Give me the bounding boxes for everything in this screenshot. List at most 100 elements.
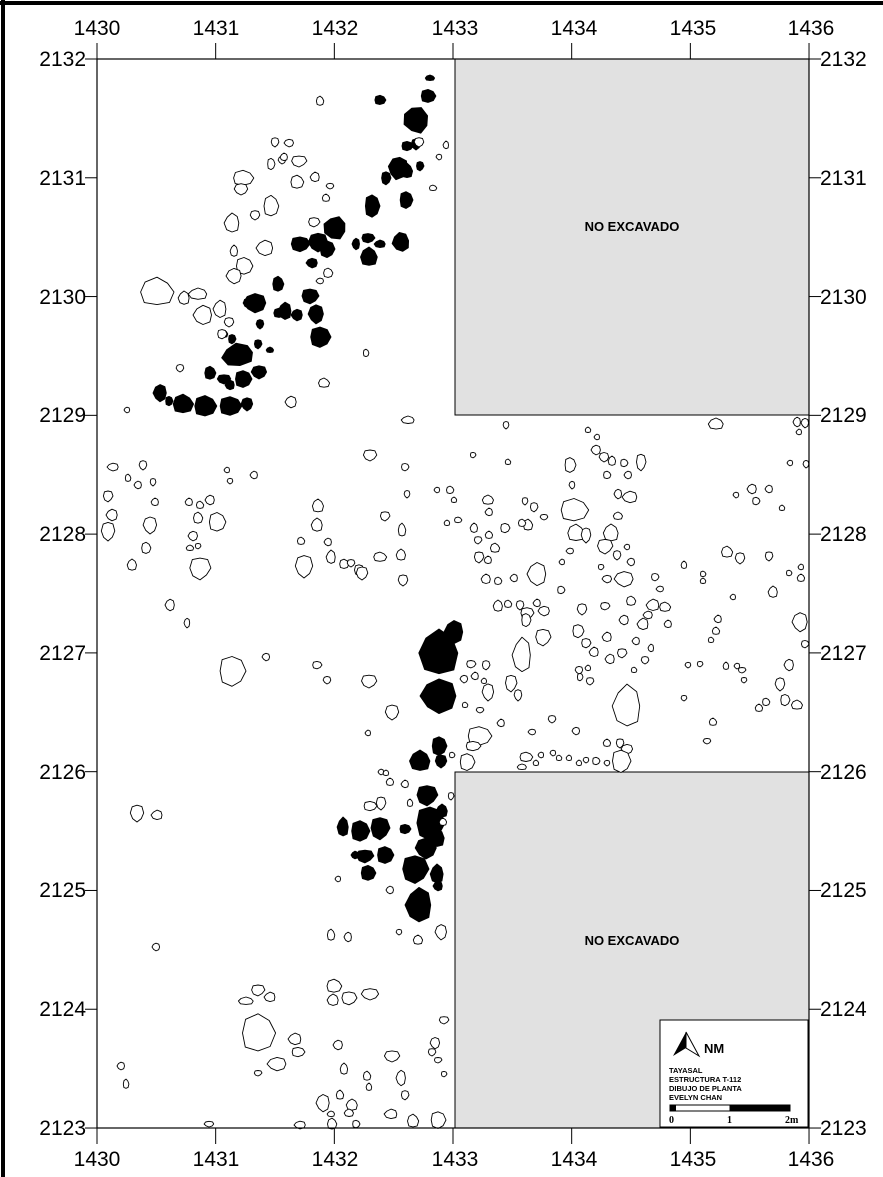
cut-stone xyxy=(323,216,346,240)
stone-outline xyxy=(185,544,195,551)
stone-outline xyxy=(355,566,369,581)
cut-stone xyxy=(419,678,457,715)
stone-outline xyxy=(291,1046,306,1058)
stone-outline xyxy=(363,800,378,812)
cut-stone xyxy=(219,396,243,416)
y-tick-label-left: 2128 xyxy=(39,523,86,546)
stone-outline xyxy=(802,459,810,469)
stone-outline xyxy=(774,677,786,692)
cut-stone xyxy=(360,246,378,266)
stone-outline xyxy=(364,729,371,737)
legend-line-site: TAYASAL xyxy=(669,1066,703,1075)
stone-outline xyxy=(732,491,740,499)
stone-outline xyxy=(150,809,163,821)
stone-outline xyxy=(237,996,254,1005)
stone-outline xyxy=(481,683,495,702)
stone-outline xyxy=(640,656,650,665)
stone-outline xyxy=(480,573,491,584)
cut-stone xyxy=(356,849,375,864)
cut-stone xyxy=(351,820,371,842)
stone-outline xyxy=(539,513,549,521)
stone-outline xyxy=(184,497,193,507)
stones-layer xyxy=(100,74,810,1130)
stone-outline xyxy=(204,494,215,506)
stone-outline xyxy=(315,1094,330,1113)
stone-outline xyxy=(603,470,612,480)
cut-stone xyxy=(432,880,443,892)
stone-outline xyxy=(604,653,615,665)
stone-outline xyxy=(261,652,271,662)
stone-outline xyxy=(483,555,492,565)
cut-stone xyxy=(307,304,324,325)
stone-outline xyxy=(133,480,142,490)
north-label: NM xyxy=(704,1041,724,1056)
stone-outline xyxy=(377,768,385,776)
stone-outline xyxy=(626,595,637,606)
scale-label-2m: 2m xyxy=(785,1115,799,1126)
cut-stone xyxy=(409,749,431,771)
stone-outline xyxy=(502,421,510,430)
stone-outline xyxy=(655,585,664,593)
cut-stone xyxy=(381,171,392,186)
stone-outline xyxy=(603,759,611,767)
stone-outline xyxy=(521,613,532,628)
stone-outline xyxy=(397,522,407,537)
stone-outline xyxy=(249,210,261,221)
stone-outline xyxy=(565,547,574,555)
stone-outline xyxy=(680,694,688,702)
stone-outline xyxy=(469,451,477,459)
stone-outline xyxy=(473,536,483,545)
stone-outline xyxy=(492,599,503,612)
stone-outline xyxy=(446,485,455,495)
stone-outline xyxy=(100,521,116,542)
stone-outline xyxy=(571,726,581,736)
stone-outline xyxy=(481,494,494,505)
stone-outline xyxy=(129,804,145,823)
stone-outline xyxy=(193,511,204,524)
stone-outline xyxy=(442,140,449,150)
stone-outline xyxy=(279,152,288,162)
stone-outline xyxy=(600,602,611,611)
x-tick-label-top: 1434 xyxy=(551,17,598,40)
stone-outline xyxy=(203,1120,215,1128)
stone-outline xyxy=(192,304,212,325)
stone-outline xyxy=(382,769,390,777)
cut-stone xyxy=(424,74,436,81)
stone-outline xyxy=(362,1070,372,1081)
stone-outline xyxy=(590,444,601,456)
stone-outline xyxy=(383,1050,401,1063)
stone-outline xyxy=(557,585,566,595)
stone-outline xyxy=(465,740,482,752)
stone-outline xyxy=(332,1039,343,1051)
stone-outline xyxy=(413,137,425,148)
x-tick-label-bottom: 1431 xyxy=(193,1148,240,1171)
stone-outline xyxy=(737,667,747,674)
stone-outline xyxy=(150,497,159,507)
stone-outline xyxy=(526,562,547,587)
stone-outline xyxy=(700,570,707,578)
stone-outline xyxy=(601,574,613,584)
cut-stone xyxy=(235,370,253,388)
stone-outline xyxy=(454,516,463,524)
stone-outline xyxy=(212,299,227,318)
stone-outline xyxy=(361,674,378,689)
cut-stone xyxy=(224,379,235,391)
cut-stone xyxy=(402,855,430,884)
stone-outline xyxy=(263,194,280,217)
stone-outline xyxy=(521,497,529,506)
stone-outline xyxy=(549,749,557,757)
stone-outline xyxy=(142,516,158,535)
stone-outline xyxy=(321,193,331,202)
unexcavated-label-upper: NO EXCAVADO xyxy=(585,219,680,234)
stone-outline xyxy=(800,640,810,649)
stone-outline xyxy=(620,458,629,468)
stone-outline xyxy=(229,244,238,257)
stone-outline xyxy=(438,1016,450,1025)
stone-outline xyxy=(106,462,119,472)
stone-outline xyxy=(617,648,628,659)
x-tick-label-bottom: 1435 xyxy=(670,1148,717,1171)
stone-outline xyxy=(547,715,557,724)
stone-outline xyxy=(375,796,387,811)
stone-outline xyxy=(711,626,721,635)
stone-outline xyxy=(346,559,356,568)
